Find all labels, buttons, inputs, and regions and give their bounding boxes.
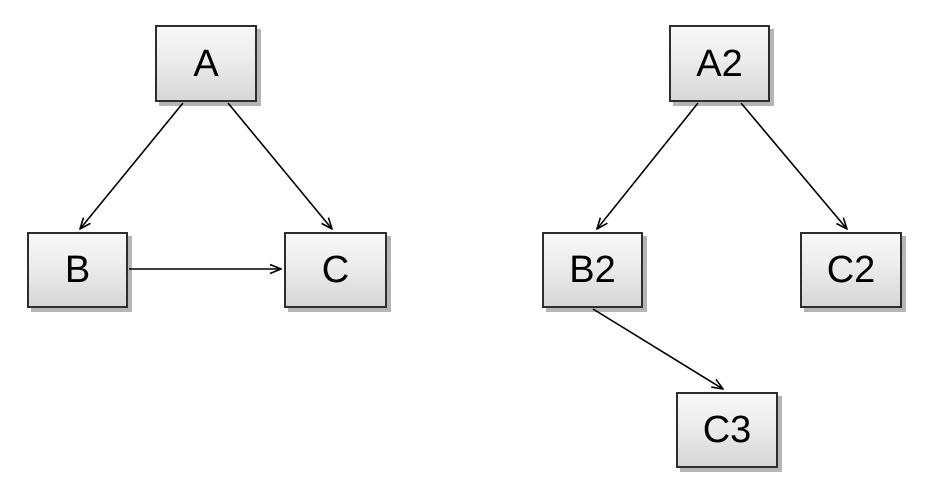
node-c2-label: C2 (826, 249, 876, 291)
edge-a2-to-c2 (740, 102, 847, 229)
edge-b2-to-c3 (592, 308, 723, 389)
node-c3-label: C3 (702, 409, 752, 451)
node-b2-label: B2 (569, 249, 616, 291)
node-c-label: C (321, 249, 350, 291)
node-c[interactable]: C (284, 232, 387, 308)
node-b[interactable]: B (27, 232, 128, 308)
edge-a-to-b (80, 102, 184, 229)
node-a[interactable]: A (155, 25, 257, 102)
node-a-label: A (193, 42, 219, 85)
edge-a-to-c (227, 102, 332, 229)
node-a2[interactable]: A2 (669, 25, 770, 102)
node-b-label: B (64, 249, 91, 291)
node-a2-label: A2 (696, 42, 743, 85)
node-c2[interactable]: C2 (800, 232, 902, 308)
edge-a2-to-b2 (597, 102, 699, 229)
node-b2[interactable]: B2 (542, 232, 643, 308)
node-c3[interactable]: C3 (676, 392, 778, 468)
